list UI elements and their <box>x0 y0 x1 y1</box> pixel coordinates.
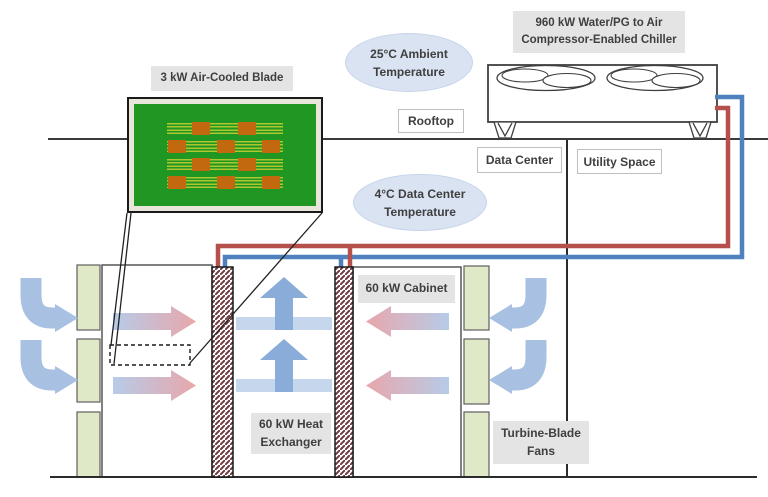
turbine-fans-line1: Turbine-Blade <box>501 426 581 441</box>
right-cabinet-airflow-arrows <box>366 306 449 401</box>
rising-air-merge-arrows <box>236 277 332 392</box>
cabinet-label-text: 60 kW Cabinet <box>365 281 448 296</box>
heat-exchanger-label: 60 kW Heat Exchanger <box>251 413 331 454</box>
left-intake-arrow-icons <box>20 278 78 394</box>
left-cabinet-airflow-arrows <box>113 306 196 401</box>
red-return-pipe <box>215 105 731 268</box>
chiller-label-line2: Compressor-Enabled Chiller <box>521 34 677 46</box>
chip <box>192 158 210 171</box>
ambient-temp-line1: 25°C Ambient <box>370 46 448 61</box>
blade-callout-lines <box>110 212 323 365</box>
cabinet-label: 60 kW Cabinet <box>358 275 455 303</box>
heat-exchanger-line2: Exchanger <box>260 434 322 449</box>
right-intake-arrow-icons <box>489 278 547 394</box>
data-center-temperature-bubble: 4°C Data Center Temperature <box>353 174 487 231</box>
rooftop-label-text: Rooftop <box>408 114 454 128</box>
circuit-traces <box>167 123 283 135</box>
chiller-label-line1: 960 kW Water/PG to Air <box>535 17 663 30</box>
chip <box>262 176 280 189</box>
heat-exchanger-right-column <box>334 266 354 478</box>
blade-slot-dashed-outline <box>109 344 191 366</box>
chip <box>262 140 280 153</box>
chip <box>238 158 256 171</box>
turbine-fans-line2: Fans <box>526 443 555 458</box>
chip <box>217 176 235 189</box>
chiller-unit <box>487 64 718 139</box>
chip <box>168 140 186 153</box>
blade-label-text: 3 kW Air-Cooled Blade <box>160 72 284 85</box>
blue-supply-pipe <box>222 94 745 268</box>
heat-exchanger-left-column <box>211 266 234 478</box>
chiller-label: 960 kW Water/PG to Air Compressor-Enable… <box>513 11 685 53</box>
heat-exchanger-line1: 60 kW Heat <box>258 417 324 432</box>
ambient-temperature-bubble: 25°C Ambient Temperature <box>345 33 473 92</box>
dc-temp-line2: Temperature <box>384 204 456 219</box>
chiller-legs <box>493 121 712 139</box>
rooftop-label: Rooftop <box>398 109 464 133</box>
chiller-fan-right-icon <box>606 64 704 92</box>
utility-space-label-text: Utility Space <box>583 154 656 169</box>
data-center-label: Data Center <box>477 147 562 173</box>
ambient-temp-line2: Temperature <box>373 64 445 79</box>
left-fan-blocks <box>76 264 101 478</box>
blade-label: 3 kW Air-Cooled Blade <box>151 66 293 91</box>
blade-circuit-board <box>127 97 323 213</box>
chiller-fan-left-icon <box>496 64 596 92</box>
coolant-pipes <box>215 94 745 268</box>
dc-temp-line1: 4°C Data Center <box>374 186 466 201</box>
chip <box>192 122 210 135</box>
circuit-traces <box>167 159 283 171</box>
utility-space-label: Utility Space <box>577 149 662 174</box>
pcb-surface <box>134 104 316 206</box>
right-fan-blocks <box>463 265 490 478</box>
chip <box>168 176 186 189</box>
chip <box>238 122 256 135</box>
turbine-fans-label: Turbine-Blade Fans <box>493 421 589 464</box>
left-cabinet <box>101 264 213 478</box>
chip <box>217 140 235 153</box>
data-center-label-text: Data Center <box>485 153 554 167</box>
